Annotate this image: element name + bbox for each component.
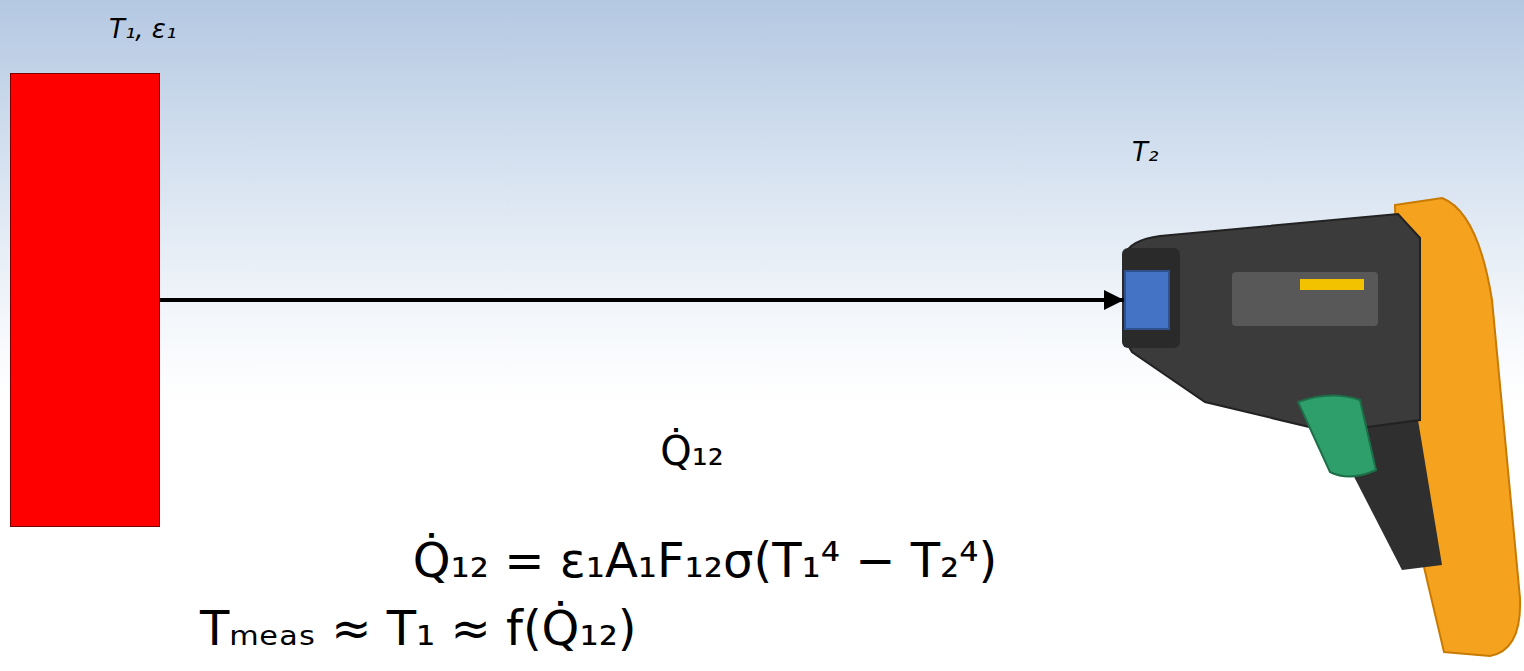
gun-trigger (1298, 395, 1376, 476)
temperature-label: T₁, ε₁ (109, 14, 176, 44)
gun-nose (1122, 248, 1180, 348)
equation: Tₘₑₐₛ ≈ T₁ ≈ f(Q̇₁₂) (200, 600, 637, 656)
radiation-arrow (160, 298, 1124, 302)
gun-label-stripe (1300, 279, 1364, 290)
hot-surface: T₁, ε₁ (10, 73, 160, 527)
gun-label-plate (1232, 272, 1378, 326)
temperature-label: T₂ (1132, 137, 1158, 167)
ir-sensor: T₂ (1124, 270, 1170, 330)
equation: Q̇₁₂ = ε₁A₁F₁₂σ(T₁⁴ − T₂⁴) (413, 532, 998, 588)
gun-body (1125, 214, 1420, 432)
heat-flow-label: Q̇₁₂ (660, 428, 724, 474)
